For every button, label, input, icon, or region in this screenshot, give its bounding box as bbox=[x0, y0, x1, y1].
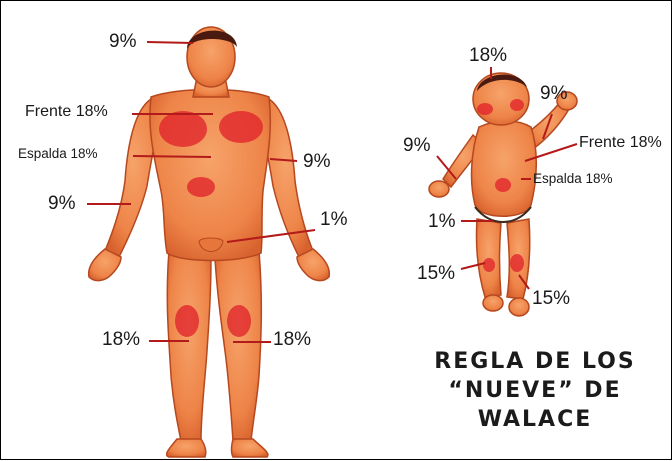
adult-left-leg bbox=[215, 251, 261, 441]
adult-right-foot bbox=[167, 439, 206, 457]
adult-genitals-label: 1% bbox=[320, 209, 347, 231]
adult-back-label: Espalda 18% bbox=[18, 146, 98, 161]
adult-right-arm-label: 9% bbox=[48, 193, 75, 215]
child-left-leg-label: 15% bbox=[532, 288, 570, 310]
child-right-leg bbox=[476, 219, 501, 297]
child-right-leg-label: 15% bbox=[417, 263, 455, 285]
child-head-label: 18% bbox=[469, 45, 507, 67]
adult-left-hand bbox=[297, 249, 329, 281]
adult-right-hand bbox=[89, 249, 121, 281]
child-right-arm-label: 9% bbox=[403, 135, 430, 157]
child-torso bbox=[472, 121, 537, 216]
title-line-1: REGLA DE LOS bbox=[401, 347, 669, 376]
title-line-2: “NUEVE” DE bbox=[401, 376, 669, 405]
child-right-hand bbox=[429, 181, 449, 197]
child-front-label: Frente 18% bbox=[579, 134, 662, 152]
child-right-foot bbox=[483, 295, 503, 311]
adult-right-leg bbox=[167, 251, 211, 441]
adult-left-arm-label: 9% bbox=[303, 151, 330, 173]
child-left-foot bbox=[509, 298, 529, 316]
adult-head-label: 9% bbox=[109, 31, 136, 53]
child-genitals-label: 1% bbox=[428, 211, 455, 233]
adult-left-leg-label: 18% bbox=[273, 329, 311, 351]
title-line-3: WALACE bbox=[401, 405, 669, 434]
child-back-label: Espalda 18% bbox=[533, 171, 613, 186]
child-left-arm-label: 9% bbox=[540, 83, 567, 105]
adult-right-leg-label: 18% bbox=[102, 329, 140, 351]
adult-front-label: Frente 18% bbox=[25, 103, 108, 121]
diagram-title: REGLA DE LOS “NUEVE” DE WALACE bbox=[401, 347, 669, 434]
adult-left-foot bbox=[232, 439, 268, 457]
